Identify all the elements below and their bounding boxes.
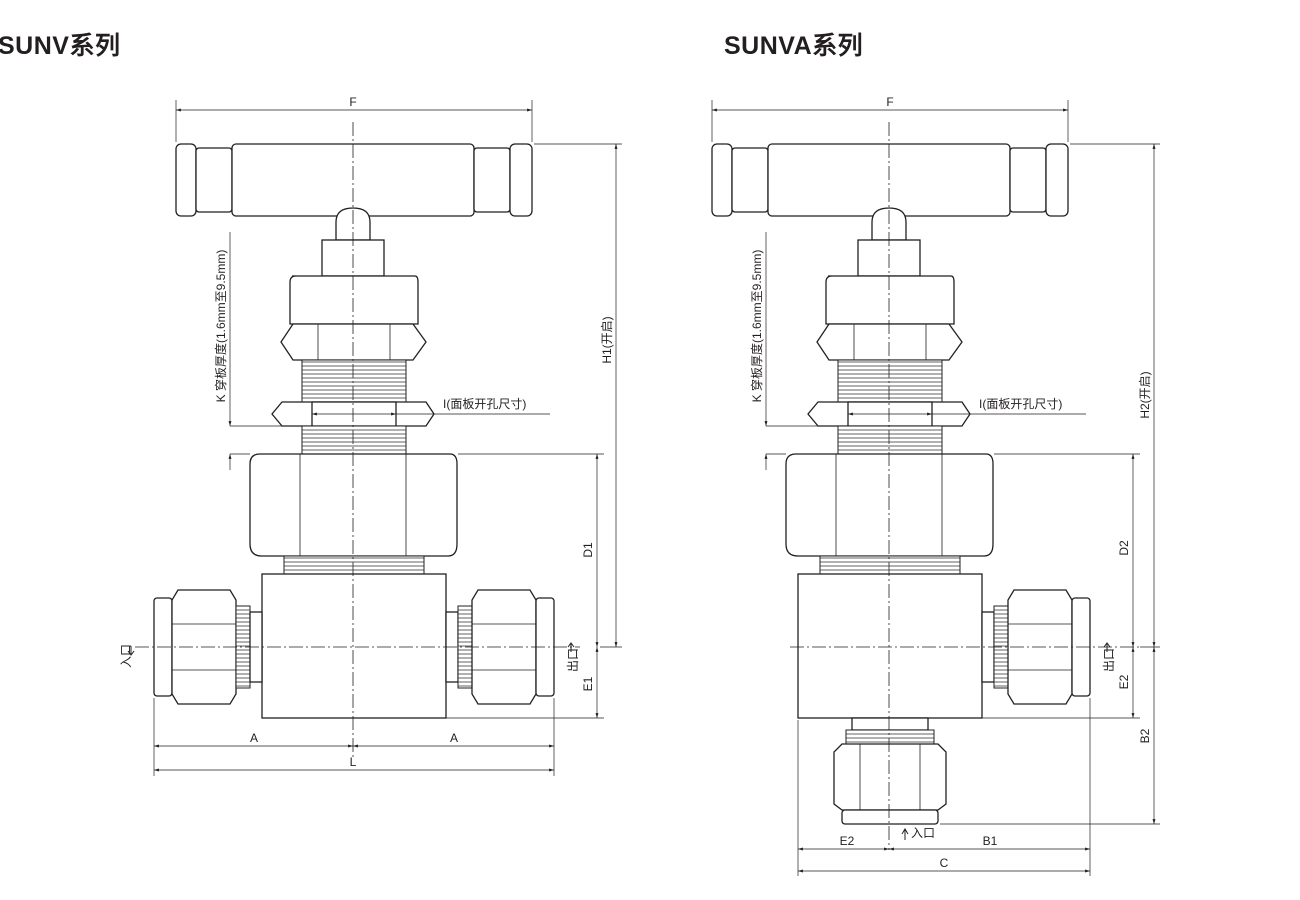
sunva-dim-e2-side: E2 bbox=[1117, 674, 1131, 689]
series-title-sunva: SUNVA系列 bbox=[724, 32, 864, 60]
sunv-dim-a-left: A bbox=[250, 731, 258, 745]
sunv-inlet-fitting bbox=[153, 589, 263, 705]
sunv-bonnet bbox=[271, 239, 435, 455]
sunv-dim-a-right: A bbox=[450, 731, 458, 745]
sunv-body-nut bbox=[249, 453, 458, 575]
sunva-dim-c: C bbox=[940, 856, 949, 870]
sunva-outlet-arrow-icon bbox=[1103, 642, 1111, 652]
sunva-body-nut bbox=[785, 453, 994, 575]
sunv-dim-i: I(面板开孔尺寸) bbox=[443, 397, 526, 411]
series-title-sunv: SUNV系列 bbox=[0, 32, 121, 60]
sunv-dim-l: L bbox=[350, 755, 357, 769]
sunva-dim-k: K 穿板厚度(1.6mm至9.5mm) bbox=[749, 250, 764, 403]
sunv-inlet-arrow-icon bbox=[127, 646, 135, 656]
sunva-dim-e2-bottom: E2 bbox=[840, 834, 855, 848]
sunv-dim-f: F bbox=[349, 95, 356, 109]
sunva-handle bbox=[711, 143, 1069, 241]
sunva-inlet-label: 入口 bbox=[911, 826, 935, 840]
sunva-dim-b2: B2 bbox=[1138, 728, 1152, 743]
sunv-valve-drawing: F H1(开启) D1 E1 K 穿板厚度(1.6mm至9.5mm) I(面板开… bbox=[119, 95, 622, 776]
sunv-dim-e1: E1 bbox=[581, 676, 595, 691]
sunv-outlet-arrow-icon bbox=[567, 642, 575, 652]
sunva-outlet-label: 出口 bbox=[1102, 648, 1116, 672]
sunv-dim-k: K 穿板厚度(1.6mm至9.5mm) bbox=[213, 250, 228, 403]
sunva-dim-d2: D2 bbox=[1117, 540, 1131, 556]
sunv-handle bbox=[175, 143, 533, 241]
sunv-inlet-label: 入口 bbox=[119, 644, 133, 668]
sunva-inlet-arrow-icon bbox=[901, 828, 909, 840]
sunva-valve-drawing: F H2(开启) D2 E2 B2 K 穿板厚度(1.6mm至9.5mm) I(… bbox=[711, 95, 1160, 876]
sunva-dim-f: F bbox=[886, 95, 893, 109]
sunv-dim-d1: D1 bbox=[581, 542, 595, 558]
sunv-valve-body bbox=[261, 573, 447, 719]
sunva-dim-b1: B1 bbox=[983, 834, 998, 848]
sunva-dim-h2: H2(开启) bbox=[1138, 371, 1152, 418]
sunva-valve-body bbox=[797, 573, 983, 719]
sunv-outlet-label: 出口 bbox=[566, 648, 580, 672]
sunv-dim-h1: H1(开启) bbox=[600, 316, 614, 363]
sunva-inlet-fitting bbox=[833, 717, 947, 825]
sunva-dim-i: I(面板开孔尺寸) bbox=[979, 397, 1062, 411]
